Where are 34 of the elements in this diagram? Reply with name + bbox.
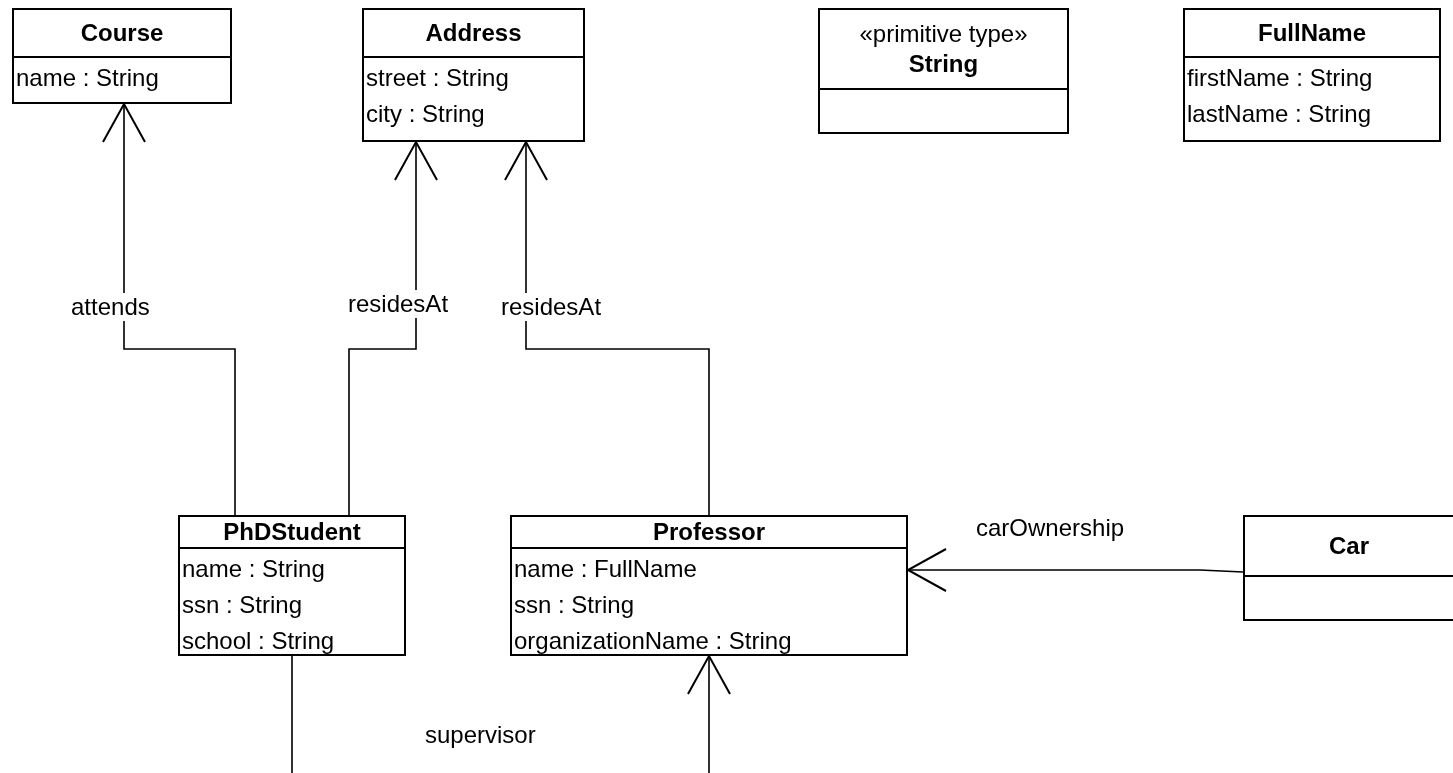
class-name: PhDStudent bbox=[223, 517, 361, 547]
attribute-label: name : String bbox=[16, 63, 160, 93]
attribute-label: city : String bbox=[366, 99, 486, 129]
attribute-label: school : String bbox=[182, 626, 336, 656]
class-name: String bbox=[908, 49, 979, 79]
class-name: Course bbox=[80, 18, 164, 48]
association-arrow bbox=[291, 655, 731, 773]
class-name: Professor bbox=[652, 517, 765, 547]
stereotype-label: «primitive type» bbox=[859, 19, 1028, 49]
class-box bbox=[178, 515, 406, 656]
edge-label: attends bbox=[70, 293, 151, 321]
association-arrow bbox=[102, 103, 236, 516]
class-name: Car bbox=[1329, 531, 1369, 561]
class-name: Address bbox=[425, 18, 522, 48]
attribute-label: ssn : String bbox=[182, 590, 304, 620]
attribute-label: street : String bbox=[366, 63, 510, 93]
attribute-label: name : String bbox=[182, 554, 326, 584]
attribute-label: firstName : String bbox=[1187, 63, 1374, 93]
class-box bbox=[818, 8, 1069, 134]
class-box bbox=[362, 8, 585, 142]
attribute-label: organizationName : String bbox=[514, 626, 793, 656]
edge-label: residesAt bbox=[500, 293, 603, 321]
association-arrow bbox=[504, 141, 710, 516]
class-box bbox=[1183, 8, 1441, 142]
class-box bbox=[510, 515, 908, 656]
class-name: FullName bbox=[1258, 18, 1366, 48]
attribute-label: name : FullName bbox=[514, 554, 698, 584]
edge-label: residesAt bbox=[347, 290, 450, 318]
attribute-label: ssn : String bbox=[514, 590, 636, 620]
class-box bbox=[1243, 515, 1453, 621]
attribute-label: lastName : String bbox=[1187, 99, 1373, 129]
association-arrow bbox=[907, 548, 1244, 592]
class-box bbox=[12, 8, 232, 104]
association-arrow bbox=[348, 141, 438, 516]
